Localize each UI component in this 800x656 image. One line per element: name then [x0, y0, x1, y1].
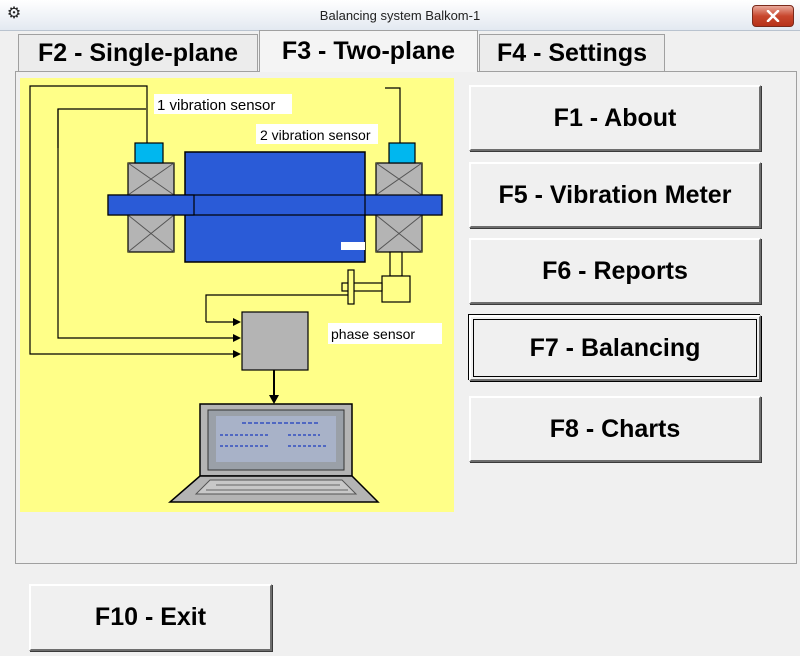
phase-sensor-label: phase sensor: [331, 326, 415, 342]
balancing-button[interactable]: F7 - Balancing: [469, 315, 761, 381]
measurement-unit: [241, 311, 309, 371]
vibration-sensor-2-label: 2 vibration sensor: [260, 127, 371, 143]
vibration-sensor-1: [134, 142, 164, 164]
vibration-meter-button[interactable]: F5 - Vibration Meter: [469, 162, 761, 228]
balancing-setup-diagram: 1 vibration sensor 2 vibration sensor ph…: [20, 78, 454, 512]
title-bar: ⚙ Balancing system Balkom-1: [0, 0, 800, 31]
phase-sensor: [341, 251, 411, 305]
reports-button[interactable]: F6 - Reports: [469, 238, 761, 304]
left-bearing: [107, 142, 195, 253]
about-button-label: F1 - About: [553, 103, 677, 132]
tab-single-plane[interactable]: F2 - Single-plane: [18, 34, 258, 72]
window-title: Balancing system Balkom-1: [319, 8, 481, 23]
tab-label: F2 - Single-plane: [37, 39, 239, 67]
tab-label: F3 - Two-plane: [281, 37, 456, 65]
vibration-sensor-1-label: 1 vibration sensor: [157, 97, 275, 114]
tab-two-plane[interactable]: F3 - Two-plane: [259, 30, 478, 72]
reports-button-label: F6 - Reports: [542, 256, 688, 285]
tab-settings[interactable]: F4 - Settings: [479, 34, 665, 72]
gear-icon[interactable]: ⚙: [6, 5, 22, 22]
balancing-button-label: F7 - Balancing: [529, 333, 701, 362]
laptop-icon: [167, 403, 380, 503]
vibration-sensor-2: [388, 142, 416, 164]
vibration-meter-button-label: F5 - Vibration Meter: [498, 180, 732, 209]
close-button[interactable]: [752, 5, 794, 27]
about-button[interactable]: F1 - About: [469, 85, 761, 151]
charts-button[interactable]: F8 - Charts: [469, 396, 761, 462]
exit-button[interactable]: F10 - Exit: [29, 584, 272, 651]
charts-button-label: F8 - Charts: [549, 414, 681, 443]
tab-label: F4 - Settings: [496, 39, 647, 67]
exit-button-label: F10 - Exit: [94, 603, 207, 631]
close-icon: [766, 10, 780, 22]
right-bearing: [364, 142, 443, 253]
